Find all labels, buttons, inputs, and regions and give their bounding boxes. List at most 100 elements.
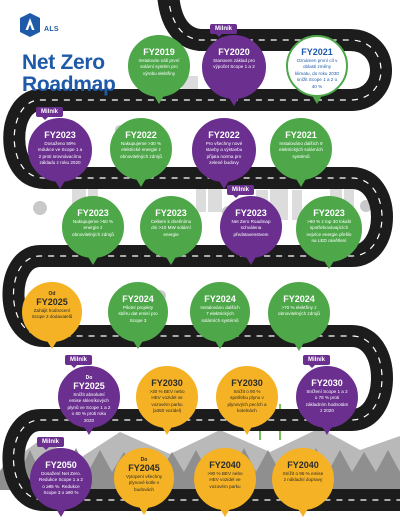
milestone-prefix: Do [140, 457, 148, 463]
pin-pointer [54, 179, 66, 189]
milestone-year: FY2040 [209, 460, 241, 470]
als-logo [19, 12, 41, 38]
milestone-text: Nakupujeme >50 % energie z obnovitelných… [72, 219, 114, 237]
title-line-1: Net Zero [22, 51, 105, 74]
milestone-year: FY2045 [128, 463, 160, 473]
milestone-year: FY2021 [285, 130, 317, 140]
milestone-text: Vytopení všechny plynové kotle v budovác… [125, 474, 163, 492]
milestone-flag: Milník [36, 107, 64, 120]
milestone-pin: FY2030>30 % BEV nebo HEV vozidel ve vozo… [136, 366, 198, 436]
pin-pointer [311, 94, 323, 104]
milestone-flag: Milník [210, 24, 238, 37]
pin-pointer [55, 507, 67, 517]
pin-pointer [138, 505, 150, 515]
milestone-text: Net Zero Roadmap schválena představenstv… [231, 219, 271, 237]
pin-pointer [214, 339, 226, 349]
pin-pointer [293, 341, 305, 351]
title-line-2: Roadmap [22, 73, 116, 96]
milestone-text: Snížit o 90 % spotřebu plynu v plynových… [227, 389, 267, 414]
milestone-text: Snížit absolutní emise skleníkových plyn… [67, 392, 111, 423]
pin-pointer [83, 425, 95, 435]
pin-bubble: FY2023>90 % z top 30 lokalit spotřebováv… [296, 196, 362, 262]
pin-pointer [228, 96, 240, 106]
milestone-year: FY2025 [73, 381, 105, 391]
milestone-flag: Milník [227, 185, 255, 198]
milestone-text: >90 % BEV nebo HEV vozidel ve vozovém pa… [207, 471, 243, 489]
pin-pointer [218, 179, 230, 189]
milestone-year: FY2023 [155, 208, 187, 218]
milestone-year: FY2025 [36, 297, 68, 307]
milestone-year: FY2030 [151, 378, 183, 388]
milestone-text: Stanoven základ pro výpočet Scope 1 a 2 [213, 58, 255, 70]
milestone-text: Celkem k dnešnímu dni >10 MW solární ene… [150, 219, 192, 237]
milestone-text: Dosaženo 59% redukce ve Scope 1 a 2 prot… [37, 141, 83, 166]
milestone-year: FY2024 [283, 294, 315, 304]
pin-pointer [321, 425, 333, 435]
milestone-year: FY2024 [122, 294, 154, 304]
milestone-year: FY2023 [44, 130, 76, 140]
pin-pointer [87, 255, 99, 265]
milestone-text: Instalováno dalších 7 elektrických solár… [200, 305, 240, 323]
milestone-text: Zahájit hodnocení Scope 3 dodavatelů [31, 308, 73, 320]
page-title: Net Zero Roadmap [22, 52, 142, 96]
pin-pointer [153, 94, 165, 104]
milestone-text: >30 % BEV nebo HEV vozidel ve vozovém pa… [149, 389, 185, 414]
milestone-year: FY2020 [218, 47, 250, 57]
milestone-year: FY2024 [204, 294, 236, 304]
milestone-text: Oznámen první cíl v oblasti změny klimat… [295, 58, 339, 89]
milestone-text: Instalován náš první solární systém pro … [138, 58, 180, 76]
pin-pointer [323, 259, 335, 269]
milestone-text: Instalováno dalších 9 elektrických solár… [279, 141, 323, 159]
pin-bubble: FY2030>30 % BEV nebo HEV vozidel ve vozo… [136, 366, 198, 428]
milestone-year: FY2021 [301, 47, 333, 57]
logo-text: ALS [44, 26, 59, 33]
milestone-year: FY2040 [287, 460, 319, 470]
milestone-year: FY2030 [311, 378, 343, 388]
pin-pointer [241, 425, 253, 435]
milestone-pin: FY2023>90 % z top 30 lokalit spotřebováv… [296, 196, 362, 270]
winding-road [2, 0, 400, 511]
milestone-pin: FY2040>90 % BEV nebo HEV vozidel ve vozo… [194, 448, 256, 518]
milestone-text: Pro všechny nové stavby a výstavbu přija… [205, 141, 243, 166]
milestone-flag: Milník [303, 355, 331, 368]
pin-pointer [297, 507, 309, 517]
milestone-text: >70 % elektřiny z obnovitelných zdrojů [278, 305, 320, 317]
pin-bubble: FY2024>70 % elektřiny z obnovitelných zd… [268, 282, 330, 344]
pin-pointer [132, 339, 144, 349]
pin-pointer [46, 339, 58, 349]
pin-pointer [165, 255, 177, 265]
milestone-prefix: Od [48, 291, 56, 297]
milestone-text: Dosažení Net Zero. Redukce Scope 1 a 2 o… [39, 471, 83, 496]
